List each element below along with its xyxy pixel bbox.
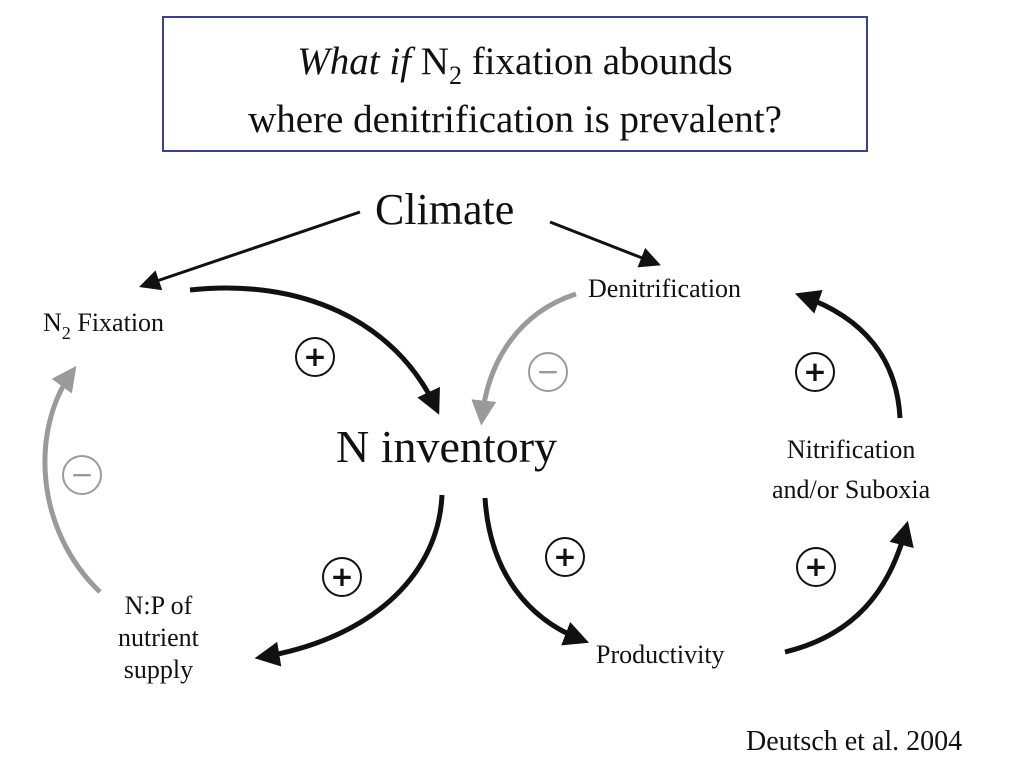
node-n-inventory: N inventory bbox=[336, 421, 558, 472]
arrow-np-to-fixation bbox=[42, 365, 102, 594]
n2-fixation-subscript: 2 bbox=[61, 323, 71, 343]
citation: Deutsch et al. 2004 bbox=[746, 726, 963, 757]
nitrification-line-1: Nitrification bbox=[786, 435, 916, 464]
sign-nitrification-to-denitrification: + bbox=[795, 352, 835, 392]
arrow-fixation-to-inventory bbox=[189, 285, 440, 415]
arrow-inventory-to-productivity bbox=[482, 497, 589, 646]
arrow-nitrification-to-denitrification bbox=[794, 289, 903, 419]
sign-np-to-fixation: − bbox=[62, 455, 102, 495]
arrow-climate-to-denitrification bbox=[549, 220, 661, 268]
title-n: N bbox=[420, 40, 449, 83]
sign-denitrification-to-inventory: − bbox=[528, 352, 568, 392]
n2-fixation-label: Fixation bbox=[77, 308, 165, 337]
sign-inventory-to-productivity: + bbox=[545, 537, 585, 577]
title-box: What if N2 fixation abounds where denitr… bbox=[162, 16, 868, 152]
np-line-3: supply bbox=[123, 655, 194, 684]
n2-fixation-n: N bbox=[43, 308, 62, 337]
arrow-denitrification-to-inventory bbox=[471, 291, 577, 426]
title-rest: fixation abounds bbox=[471, 40, 733, 83]
np-line-1: N:P of bbox=[124, 591, 193, 620]
sign-fixation-to-inventory: + bbox=[295, 337, 335, 377]
title-italic: What if bbox=[297, 40, 412, 83]
sign-inventory-to-np: + bbox=[322, 557, 362, 597]
nitrification-line-2: and/or Suboxia bbox=[772, 475, 931, 504]
title-line-1: What if N2 fixation abounds bbox=[164, 40, 866, 98]
arrow-productivity-to-nitrification bbox=[784, 520, 914, 655]
node-productivity: Productivity bbox=[596, 640, 725, 669]
arrow-inventory-to-np bbox=[254, 494, 445, 667]
node-climate: Climate bbox=[375, 185, 515, 234]
node-n2-fixation: N2 Fixation bbox=[43, 308, 164, 344]
sign-productivity-to-nitrification: + bbox=[796, 547, 836, 587]
node-nitrification: Nitrification and/or Suboxia bbox=[772, 430, 930, 510]
title-line-2: where denitrification is prevalent? bbox=[248, 98, 782, 141]
node-denitrification: Denitrification bbox=[588, 274, 742, 303]
np-line-2: nutrient bbox=[118, 623, 199, 652]
arrow-climate-to-fixation bbox=[139, 210, 361, 291]
title-subscript: 2 bbox=[448, 61, 462, 90]
node-np-supply: N:P of nutrient supply bbox=[118, 590, 199, 686]
